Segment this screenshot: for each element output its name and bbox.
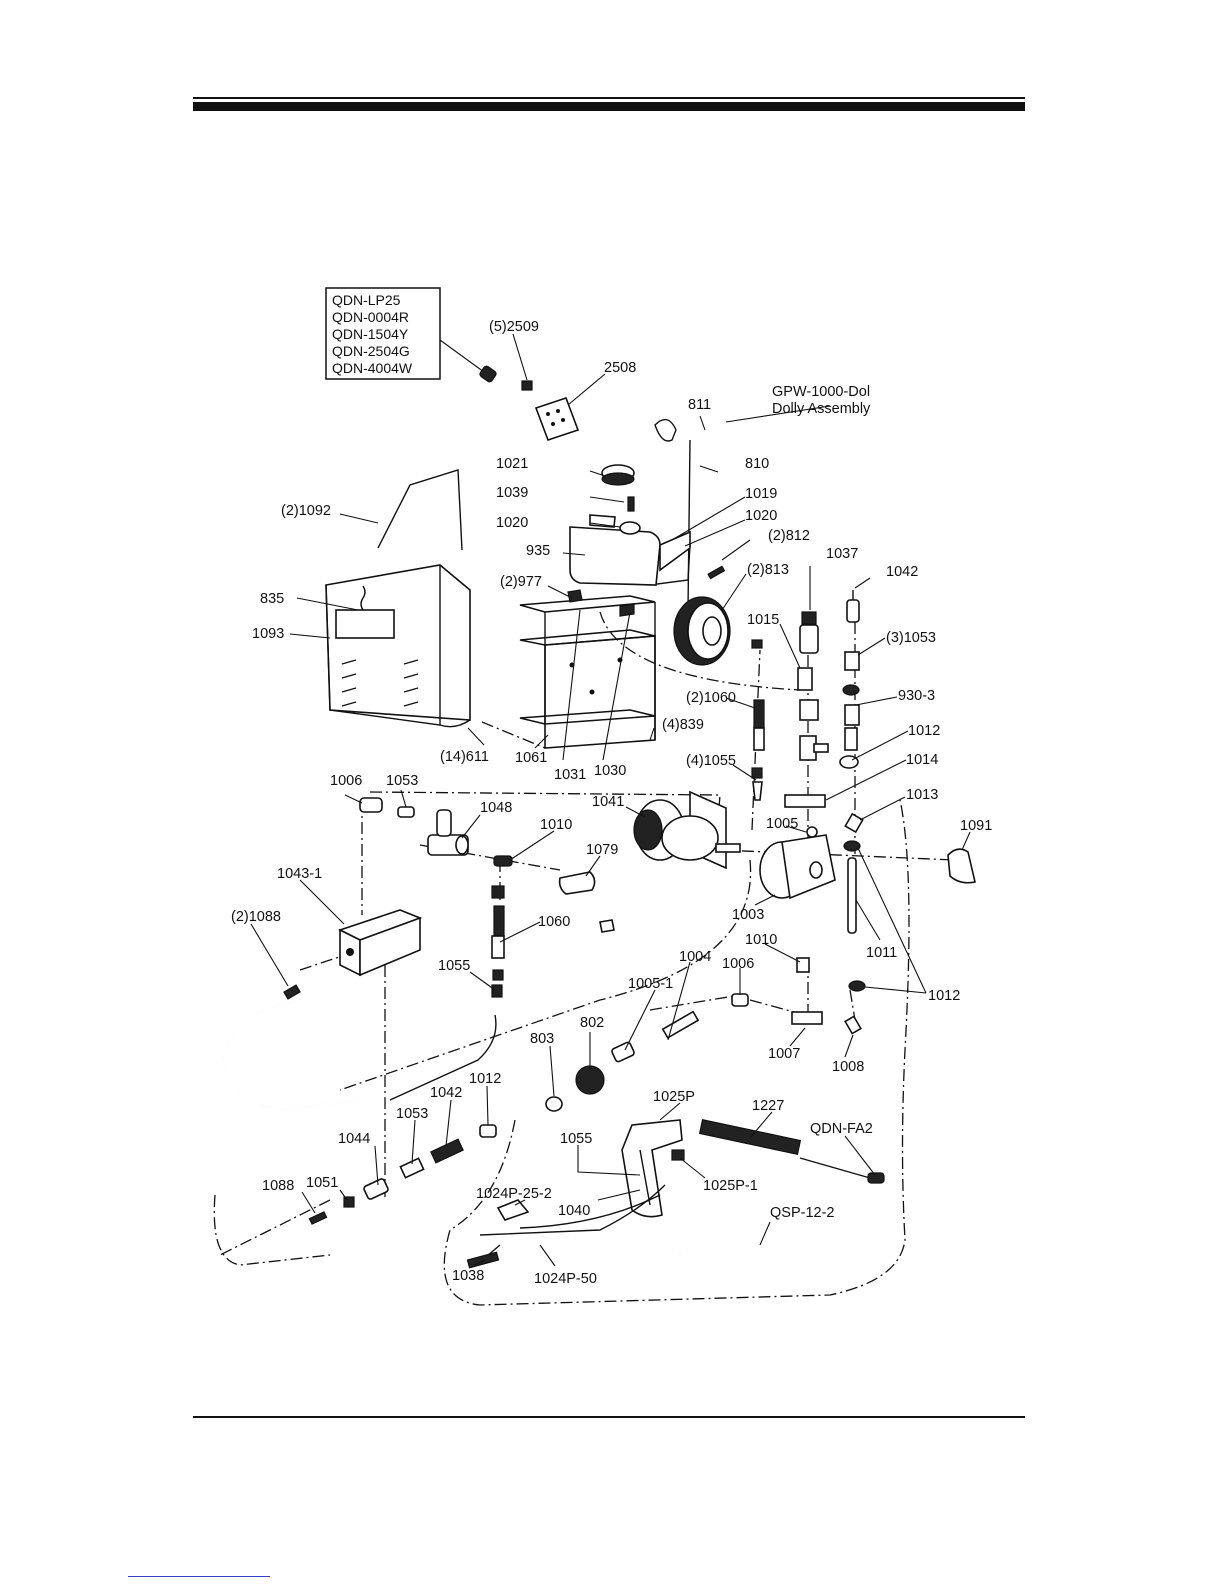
part-label: 1012 [928, 988, 960, 1004]
part-label: 1091 [960, 818, 992, 834]
part-label: 1051 [306, 1175, 338, 1191]
part-label: 1004 [679, 949, 711, 965]
part-label: 1020 [496, 515, 528, 531]
quick-disconnect-fitting [479, 365, 497, 383]
qd-item: QDN-1504Y [332, 326, 409, 342]
part-label: 1011 [866, 945, 897, 961]
spray-gun [621, 1119, 885, 1218]
part-label: 1053 [386, 773, 418, 789]
part-label: 1012 [469, 1071, 501, 1087]
part-label: 1005-1 [628, 976, 673, 992]
manifold-block [337, 909, 423, 977]
quick-disconnect-list: QDN-LP25 QDN-0004R QDN-1504Y QDN-2504G Q… [325, 287, 441, 380]
part-label: 1044 [338, 1131, 370, 1147]
part-label: 1061 [515, 750, 547, 766]
part-label: (2)1088 [231, 909, 281, 925]
dolly-label-line2: Dolly Assembly [772, 401, 871, 417]
part-label: 1055 [560, 1131, 592, 1147]
qd-item: QDN-LP25 [332, 292, 401, 308]
part-label: 1007 [768, 1046, 800, 1062]
part-label: 1042 [430, 1085, 462, 1101]
part-label: 1038 [452, 1268, 484, 1284]
part-label: (4)839 [662, 717, 704, 733]
part-label: 1012 [908, 723, 940, 739]
part-label: (2)977 [500, 574, 542, 590]
part-label: 1093 [252, 626, 284, 642]
cover-panel [325, 564, 471, 728]
part-label: 1042 [886, 564, 918, 580]
tee-fitting [427, 809, 469, 856]
motor [759, 834, 836, 900]
part-label: 810 [745, 456, 769, 472]
part-label: 1079 [586, 842, 618, 858]
part-label: 1020 [745, 508, 777, 524]
part-label: 2508 [604, 360, 636, 376]
part-label: 930-3 [898, 688, 935, 704]
qd-item: QDN-4004W [332, 360, 413, 376]
part-label: (14)611 [440, 749, 489, 765]
part-label: 1055 [438, 958, 470, 974]
part-label: 1010 [745, 932, 777, 948]
part-label: 1024P-50 [534, 1271, 597, 1287]
part-label: 1041 [592, 794, 624, 810]
dolly-label-line1: GPW-1000-Dol [772, 384, 870, 400]
header-rule-thick [193, 102, 1025, 111]
part-label: 1006 [330, 773, 362, 789]
header-rule-thin [193, 97, 1025, 99]
part-label: 1227 [752, 1098, 784, 1114]
footer-rule [193, 1416, 1025, 1418]
chassis-frame [519, 589, 656, 749]
part-label: 1040 [558, 1203, 590, 1219]
part-label: 1037 [826, 546, 858, 562]
part-label: 802 [580, 1015, 604, 1031]
part-label: 1015 [747, 612, 779, 628]
part-label: 803 [530, 1031, 554, 1047]
part-label: 935 [526, 543, 550, 559]
part-labels: (5)2509 2508 GPW-1000-Dol Dolly Assembly… [231, 319, 992, 1287]
part-label: (2)1060 [686, 690, 736, 706]
part-label: 1005 [766, 816, 798, 832]
wheel [673, 596, 731, 666]
part-label: (2)812 [768, 528, 810, 544]
part-label: 1043-1 [277, 866, 322, 882]
part-label: 1008 [832, 1059, 864, 1075]
part-label: 1025P [653, 1089, 695, 1105]
part-label: 1021 [496, 456, 528, 472]
fluid-tank [569, 514, 661, 586]
part-label: (4)1055 [686, 753, 736, 769]
part-label: 1019 [745, 486, 777, 502]
part-label: (2)1092 [281, 503, 331, 519]
part-label: (3)1053 [886, 630, 936, 646]
part-label: 1010 [540, 817, 572, 833]
part-label: (2)813 [747, 562, 789, 578]
leader-lines [250, 405, 971, 1267]
part-label: 1060 [538, 914, 570, 930]
qd-item: QDN-0004R [332, 309, 409, 325]
part-label: 1031 [554, 767, 586, 783]
part-label: 1048 [480, 800, 512, 816]
part-label: 1014 [906, 752, 938, 768]
part-label: 1024P-25-2 [476, 1186, 552, 1202]
part-label: 835 [260, 591, 284, 607]
part-label: QSP-12-2 [770, 1205, 834, 1221]
part-label: 1006 [722, 956, 754, 972]
part-label: 1013 [906, 787, 938, 803]
part-label: 1053 [396, 1106, 428, 1122]
part-label: 1088 [262, 1178, 294, 1194]
part-label: 1025P-1 [703, 1178, 758, 1194]
part-label: 1039 [496, 485, 528, 501]
bracket-2508 [534, 396, 580, 442]
qd-item: QDN-2504G [332, 343, 410, 359]
part-label: 1030 [594, 763, 626, 779]
footer-link-underline[interactable] [128, 1576, 270, 1577]
part-label: (5)2509 [489, 319, 539, 335]
part-label: 1003 [732, 907, 764, 923]
pump [633, 790, 741, 870]
part-label: QDN-FA2 [810, 1121, 873, 1137]
part-label: 811 [688, 397, 711, 413]
